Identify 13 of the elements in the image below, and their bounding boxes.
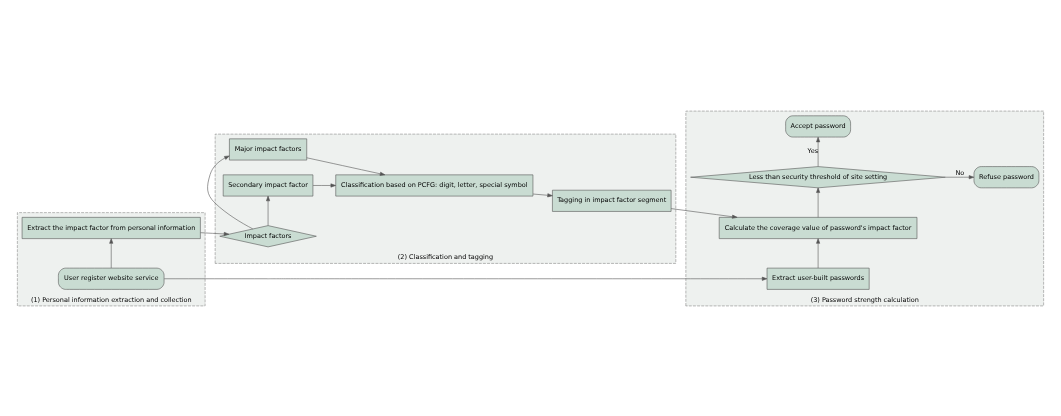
arrow bbox=[312, 183, 336, 187]
arrow bbox=[816, 136, 821, 167]
arrow bbox=[163, 276, 768, 281]
arrow bbox=[200, 231, 230, 236]
arrow bbox=[109, 237, 114, 268]
arrow bbox=[207, 155, 254, 229]
arrow bbox=[670, 207, 738, 219]
arrow bbox=[945, 174, 975, 179]
arrow bbox=[816, 237, 821, 268]
arrow bbox=[816, 187, 821, 218]
arrow bbox=[532, 192, 553, 197]
arrow bbox=[306, 156, 386, 176]
arrow bbox=[266, 195, 270, 226]
